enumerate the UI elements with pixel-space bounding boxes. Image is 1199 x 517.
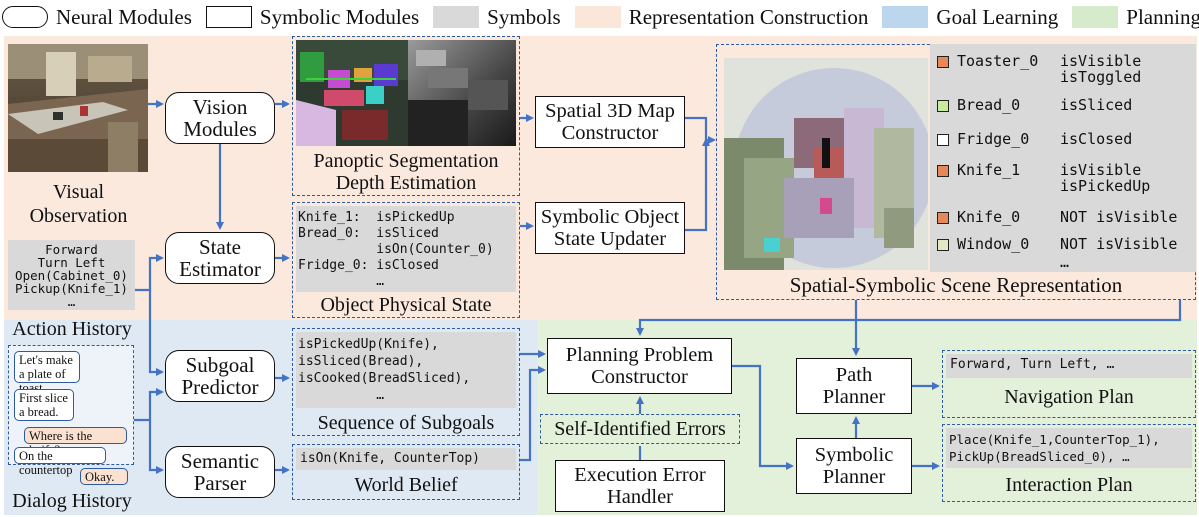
subgoals-text: isPickedUp(Knife), isSliced(Bread), isCo… [296,332,516,408]
self-identified-errors: Self-Identified Errors [540,414,740,444]
navigation-plan-caption: Navigation Plan [1004,386,1134,408]
legend-label: Goal Learning [936,4,1059,29]
arrow [520,366,546,462]
scene-object-name: Knife_1 [957,161,1021,179]
scene-object-name: Window_0 [957,235,1030,253]
world-belief-text: isOn(Knife, CounterTop) [296,448,516,470]
legend: Neural Modules Symbolic Modules Symbols … [2,3,1199,31]
legend-symbolic: Symbolic Modules [205,4,420,30]
visual-observation-label: Visual Observation [29,181,128,227]
symbol-color-square [937,134,949,146]
scene-object-name: Bread_0 [957,96,1021,114]
spatial-3d-map-constructor: Spatial 3D Map Constructor [535,96,685,148]
scene-object-name: Toaster_0 [957,52,1039,70]
arrow [856,300,1182,322]
arrow [135,254,164,292]
arrow [636,300,858,336]
legend-swatch-neural [2,6,48,28]
dialog-message: Where is the knife? [24,427,127,457]
symbolic-object-state-updater: Symbolic Object State Updater [535,202,685,254]
scene-object-states: isVisible isPickedUp [1060,161,1151,195]
vision-modules: Vision Modules [165,92,275,144]
dialog-message: First slice a bread. [14,389,74,421]
semantic-parser: Semantic Parser [165,446,275,498]
symbol-color-square [937,212,949,224]
symbol-color-square [937,239,949,251]
interaction-plan-caption: Interaction Plan [1005,474,1133,496]
scene-object-name: Knife_0 [957,208,1021,226]
legend-swatch-symbols [433,6,480,28]
legend-label: Planning [1126,4,1199,29]
world-belief-block [292,444,520,500]
scene-3d-map-image [724,58,928,270]
legend-goal: Goal Learning [882,5,1058,30]
navigation-plan-block [942,350,1196,418]
interaction-plan-text: Place(Knife_1,CounterTop_1), PickUp(Brea… [946,428,1192,468]
legend-label: Neural Modules [56,4,192,29]
dialog-message: Let's make a plate of toast [14,351,80,395]
legend-neural: Neural Modules [2,5,192,30]
path-planner: Path Planner [796,358,912,414]
execution-error-handler: Execution Error Handler [555,460,725,512]
legend-swatch-goal [882,6,929,28]
legend-label: Symbolic Modules [259,4,420,29]
scene-representation-caption: Spatial-Symbolic Scene Representation [789,273,1123,297]
legend-representation: Representation Construction [574,4,869,30]
symbol-color-square [937,100,949,112]
state-estimator: State Estimator [165,232,275,284]
scene-object-states: isClosed [1060,130,1133,148]
subgoals-block [292,328,520,436]
subgoal-predictor: Subgoal Predictor [165,350,275,402]
dialog-message: Okay. [80,468,128,485]
legend-planning: Planning [1072,5,1199,30]
dialog-history-label: Dialog History [12,490,132,512]
panoptic-depth-block [292,36,520,196]
scene-more-ellipsis: … [1060,253,1070,271]
scene-object-name: Fridge_0 [957,130,1030,148]
legend-swatch-planning [1072,6,1119,28]
arrow [148,420,164,474]
arrow [685,116,716,144]
legend-label: Symbols [487,4,561,29]
scene-object-states: NOT isVisible [1060,208,1178,226]
action-history-box: Forward Turn Left Open(Cabinet_0) Pickup… [8,240,135,310]
scene-symbol-table-bg [930,44,1196,272]
interaction-plan-block [942,424,1196,502]
symbol-color-square [937,56,949,68]
panoptic-segmentation-image [296,40,408,146]
navigation-plan-text: Forward, Turn Left, … [946,354,1192,378]
depth-estimation-image [408,40,516,146]
scene-object-states: NOT isVisible [1060,235,1178,253]
object-state-block [292,202,520,318]
dialog-message: On the countertop [14,447,106,477]
legend-swatch-symbolic [205,6,252,28]
symbolic-planner: Symbolic Planner [796,438,912,494]
arrow [148,290,164,376]
legend-symbols: Symbols [433,5,561,30]
planning-problem-constructor: Planning Problem Constructor [547,338,732,394]
scene-object-states: isSliced [1060,96,1133,114]
object-state-caption: Object Physical State [320,294,492,316]
legend-label: Representation Construction [628,4,869,29]
subgoals-caption: Sequence of Subgoals [317,412,495,434]
arrow [732,364,794,470]
action-history-label: Action History [12,318,132,340]
scene-object-states: isVisible isToggled [1060,52,1142,86]
arrow [134,388,164,422]
arrow [685,138,710,232]
object-state-text: Knife_1: isPickedUp Bread_0: isSliced is… [296,206,516,292]
symbol-color-square [937,165,949,177]
world-belief-caption: World Belief [354,474,458,496]
legend-swatch-representation [574,6,621,28]
visual-observation-image [8,44,148,172]
panoptic-depth-caption: Panoptic Segmentation Depth Estimation [313,150,499,194]
